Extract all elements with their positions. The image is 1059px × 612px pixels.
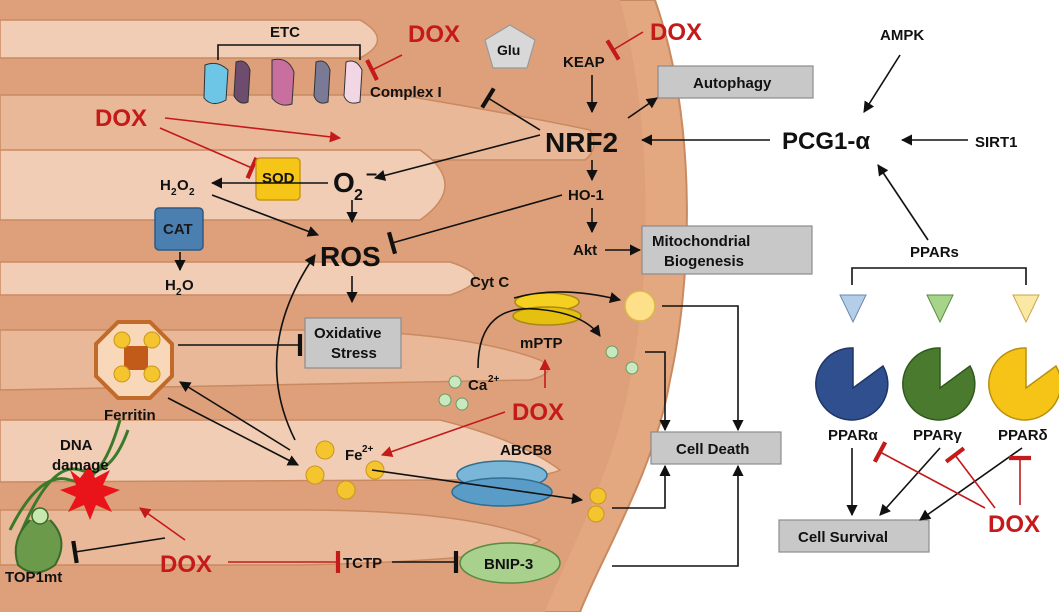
calcium-dots: [438, 375, 469, 411]
autophagy-box: [657, 65, 814, 99]
ppars-label: PPARs: [910, 244, 959, 261]
abcb8-label: ABCB8: [500, 442, 552, 459]
svg-text:–: –: [366, 163, 377, 185]
tctp-label: TCTP: [343, 555, 382, 572]
pcg1a-label: PCG1-α: [782, 128, 870, 155]
glu-label: Glu: [497, 42, 520, 58]
ferritin-icon: [94, 320, 174, 400]
svg-text:2: 2: [354, 187, 363, 204]
calcium-released-dots: [605, 345, 639, 375]
ca2-label: Ca 2+: [468, 374, 500, 394]
ho1-label: HO-1: [568, 187, 604, 204]
cytc-label: Cyt C: [470, 274, 509, 291]
ampk-label: AMPK: [880, 27, 924, 44]
etc-group: ETC Complex I: [203, 24, 442, 106]
bnip3-oval: [459, 542, 561, 584]
svg-text:H: H: [160, 177, 171, 194]
svg-text:2: 2: [171, 187, 177, 198]
cristae-folds: [0, 19, 595, 566]
dox-keap: DOX: [650, 19, 702, 46]
dox-ppars: DOX: [988, 511, 1040, 538]
fe-exported-dots: [587, 487, 607, 523]
cat-label: CAT: [163, 221, 193, 238]
sod-label: SOD: [262, 170, 295, 187]
dox-complex1: DOX: [408, 21, 460, 48]
top1mt-label: TOP1mt: [5, 569, 62, 586]
dna-damage-starburst: [60, 465, 120, 520]
ppar-gamma-ligand: [926, 294, 954, 324]
top1mt-icon: [14, 507, 63, 574]
ros-label: ROS: [320, 241, 381, 272]
cell-death-label: Cell Death: [676, 441, 749, 458]
dna-damage-line1: DNA: [60, 437, 93, 454]
sirt1-label: SIRT1: [975, 134, 1018, 151]
dox-iron: DOX: [512, 399, 564, 426]
nrf2-label: NRF2: [545, 127, 618, 158]
ppar-alpha-receptor: [815, 347, 889, 421]
svg-text:O: O: [333, 167, 355, 198]
dna-helix-icon: [8, 419, 130, 541]
ppar-delta-label: PPARδ: [998, 427, 1048, 444]
mito-bio-line2: Biogenesis: [664, 253, 744, 270]
ppar-gamma-label: PPARγ: [913, 427, 963, 444]
ox-stress-line2: Stress: [331, 345, 377, 362]
bnip3-label: BNIP-3: [484, 556, 533, 573]
autophagy-label: Autophagy: [693, 75, 772, 92]
svg-text:Ca: Ca: [468, 377, 488, 394]
h2o-label: H 2 O: [165, 277, 194, 298]
svg-text:H: H: [165, 277, 176, 294]
svg-text:2: 2: [176, 287, 182, 298]
oxidative-stress-box: [304, 317, 402, 369]
svg-text:Fe: Fe: [345, 447, 363, 464]
etc-complexes-icon: [203, 58, 363, 106]
mptp-label: mPTP: [520, 335, 563, 352]
ox-stress-line1: Oxidative: [314, 325, 382, 342]
fe-ion-dots: [305, 440, 385, 500]
cell-survival-label: Cell Survival: [798, 529, 888, 546]
akt-label: Akt: [573, 242, 597, 259]
cytc-released-dot: [624, 290, 656, 322]
h2o2-label: H 2 O 2: [160, 177, 195, 198]
mito-bio-line1: Mitochondrial: [652, 233, 750, 250]
svg-text:2+: 2+: [362, 444, 374, 455]
keap-label: KEAP: [563, 54, 605, 71]
ferritin-label: Ferritin: [104, 407, 156, 424]
svg-text:2+: 2+: [488, 374, 500, 385]
cat-box: [154, 207, 204, 251]
svg-text:O: O: [177, 177, 189, 194]
dox-sod: DOX: [95, 105, 147, 132]
ppar-gamma-receptor: [902, 347, 976, 421]
complex1-label: Complex I: [370, 84, 442, 101]
mitochondrial-biogenesis-box: [641, 225, 813, 275]
svg-text:O: O: [182, 277, 194, 294]
o2-radical-label: O 2 –: [333, 163, 377, 204]
etc-label: ETC: [270, 24, 300, 41]
sod-box: [255, 157, 301, 201]
fe2-label: Fe 2+: [345, 444, 374, 464]
dox-top1mt: DOX: [160, 551, 212, 578]
dna-damage-line2: damage: [52, 457, 109, 474]
ppar-alpha-label: PPARα: [828, 427, 879, 444]
cell-death-box: [650, 431, 782, 465]
ppar-delta-receptor: [988, 347, 1059, 421]
ppar-alpha-ligand: [839, 294, 867, 324]
svg-text:2: 2: [189, 187, 195, 198]
cell-survival-box: [778, 519, 930, 553]
ppar-delta-ligand: [1012, 294, 1040, 324]
glu-pentagon: [484, 24, 536, 69]
mitochondrion: [0, 0, 688, 612]
